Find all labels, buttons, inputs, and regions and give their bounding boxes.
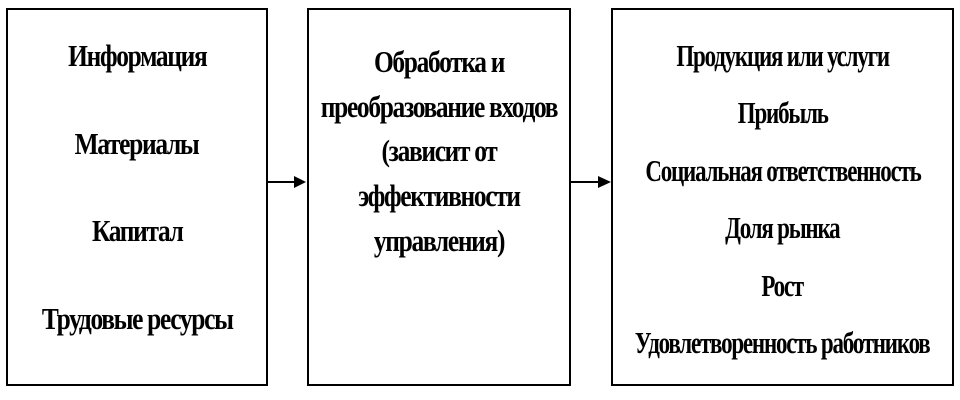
arrow-right-icon: [268, 176, 306, 188]
process-line: управления): [373, 222, 506, 258]
output-item-employee-satisfaction: Удовлетворенность работников: [635, 324, 931, 360]
arrow-right-icon: [571, 176, 611, 188]
process-line: (зависит от: [381, 133, 498, 169]
output-item-market-share: Доля рынка: [725, 210, 841, 246]
process-line: Обработка и: [373, 44, 505, 79]
process-box: Обработка и преобразование входов (завис…: [307, 8, 571, 386]
arrow-process-to-outputs: [571, 172, 612, 192]
output-item-growth: Рост: [761, 267, 805, 303]
input-item-information: Информация: [67, 38, 208, 73]
process-description: Обработка и преобразование входов (завис…: [316, 40, 562, 263]
input-item-capital: Капитал: [91, 213, 184, 249]
process-line: эффективности: [358, 177, 521, 213]
output-item-products: Продукция или услуги: [676, 38, 890, 73]
arrow-inputs-to-process: [268, 172, 308, 192]
process-line: преобразование входов: [320, 88, 559, 124]
inputs-box: Информация Материалы Капитал Трудовые ре…: [6, 8, 268, 386]
output-item-social-responsibility: Социальная ответственность: [644, 152, 921, 188]
input-item-labor: Трудовые ресурсы: [41, 300, 234, 336]
outputs-box: Продукция или услуги Прибыль Социальная …: [611, 8, 954, 386]
input-item-materials: Материалы: [75, 125, 200, 161]
output-item-profit: Прибыль: [737, 95, 829, 131]
